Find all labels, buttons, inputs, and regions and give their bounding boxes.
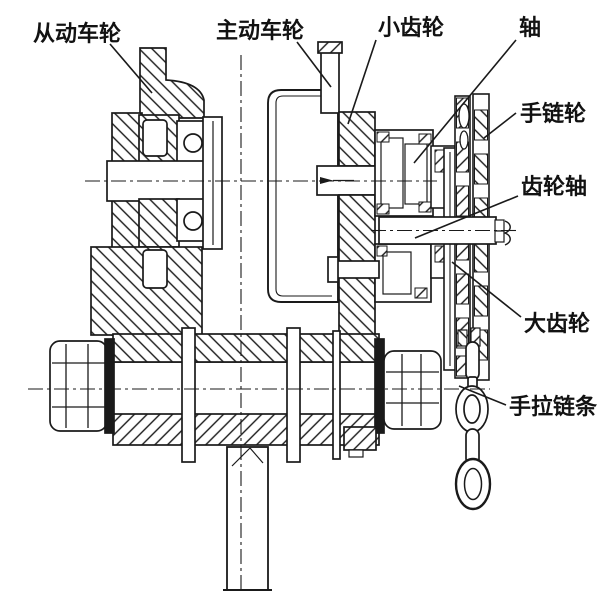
right-washer [374,338,385,434]
leader-lines [109,39,522,406]
cotter-pin [503,220,511,246]
flange-hatch [456,273,469,305]
flange-hatch [474,285,488,317]
flange-hatch [474,241,488,273]
driven-wheel-lower-hub [138,198,180,248]
spacer-washer [286,327,301,463]
pinion-top-strip [320,44,340,114]
right-hex-nut [383,350,442,430]
leader-shaft [413,39,517,164]
lower-gear-inner [382,251,412,295]
label-shaft: 轴 [519,15,541,40]
driven-wheel-top-flange [139,47,205,119]
leader-small-gear [347,39,377,125]
spacer-washer [332,330,341,460]
pinion-upper-hub [338,111,376,167]
housing-hatch-tr [418,133,432,145]
spacer-washer [181,327,196,463]
label-large-gear: 大齿轮 [524,311,590,336]
chain-end-ring-hole [463,467,483,501]
lower-bolt-recess [142,249,168,289]
chain-section-bit [457,329,468,347]
label-hand-chain-wheel: 手链轮 [520,101,586,126]
left-hex-nut [49,340,108,432]
driving-wheel-profile [267,89,339,303]
upper-bearing-ball [183,133,203,153]
leader-hand-pull-chain [458,385,507,406]
chain-link-front-hole [463,394,481,424]
flange-hatch [456,185,469,217]
small-gear-assembly [316,41,434,336]
driving-wheel-inner-line [275,95,332,297]
lower-housing-hatch2 [414,287,428,299]
housing-hatch-bl [376,203,390,215]
hanging-bar-body [226,446,269,591]
label-driving-wheel: 主动车轮 [216,18,304,43]
side-bolt [332,260,380,279]
chain-link-side [465,341,480,381]
bearing-inner-race [380,137,404,209]
housing-hatch-tl [376,131,390,143]
leader-gear-shaft [414,195,519,239]
hand-chain [454,327,492,511]
flange-hatch [474,153,488,185]
right-step-notch [348,449,364,458]
leader-hand-chain-wheel [483,112,517,139]
leader-driving-wheel [296,41,332,88]
chain-link-in-groove [458,103,470,129]
driven-wheel-section [90,47,223,336]
center-lines [28,55,517,590]
lower-bearing-ball [183,211,203,231]
part-labels: 从动车轮 主动车轮 小齿轮 轴 手链轮 齿轮轴 大齿轮 手拉链条 [33,15,598,419]
side-bolt-head [327,256,339,283]
chain-link-in-groove [459,130,469,150]
label-small-gear: 小齿轮 [378,15,444,40]
left-washer [104,338,115,434]
bearing-outer-race [404,143,428,205]
lower-housing-hatch [376,245,388,257]
leader-driven-wheel [109,43,153,94]
flange-hatch [474,109,488,141]
label-hand-pull-chain: 手拉链条 [509,394,598,419]
driving-wheel-outline [267,89,339,303]
upper-bolt-recess [142,119,168,157]
pinion-top-cap [317,41,343,54]
shaft-retainer-bottom [494,230,505,243]
leader-large-gear [451,261,522,318]
shaft-retainer-top [494,219,505,232]
right-step-block [343,426,377,451]
label-driven-wheel: 从动车轮 [33,21,121,46]
label-gear-shaft: 齿轮轴 [521,174,587,199]
hanging-bar [223,446,272,591]
housing-hatch-br [418,201,432,213]
bar-joint-line [249,447,264,464]
